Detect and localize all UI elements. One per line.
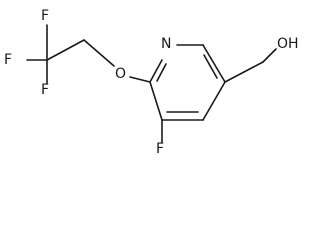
atom-f-ring: F — [156, 141, 164, 157]
atom-oxygen-ether: O — [115, 66, 126, 82]
bond-ring-c2-n-inner — [156, 63, 167, 82]
bond-ring-c6-c5-inner — [203, 54, 218, 79]
bond-ring-c5-c4 — [202, 81, 226, 121]
bond-oxygen-ring — [129, 76, 151, 83]
bond-ch2-hydroxyl — [262, 48, 277, 63]
atom-nitrogen: N — [161, 36, 171, 52]
bond-cf3-ch2 — [46, 39, 85, 61]
bond-ring-c2-n — [149, 59, 163, 83]
bonds — [26, 24, 277, 143]
atom-hydroxyl: OH — [277, 36, 299, 52]
atom-f-top: F — [41, 8, 49, 24]
atom-f-left: F — [4, 52, 12, 68]
atom-labels: F F F O N F OH — [4, 8, 299, 157]
bond-ring-ch2 — [224, 61, 264, 83]
atom-f-bottom: F — [41, 82, 49, 98]
bond-ring-c6-c5 — [202, 44, 226, 83]
chemical-structure: F F F O N F OH — [4, 8, 299, 157]
bond-ch2-oxygen — [83, 39, 115, 67]
bond-ring-c3-c2 — [149, 81, 163, 121]
